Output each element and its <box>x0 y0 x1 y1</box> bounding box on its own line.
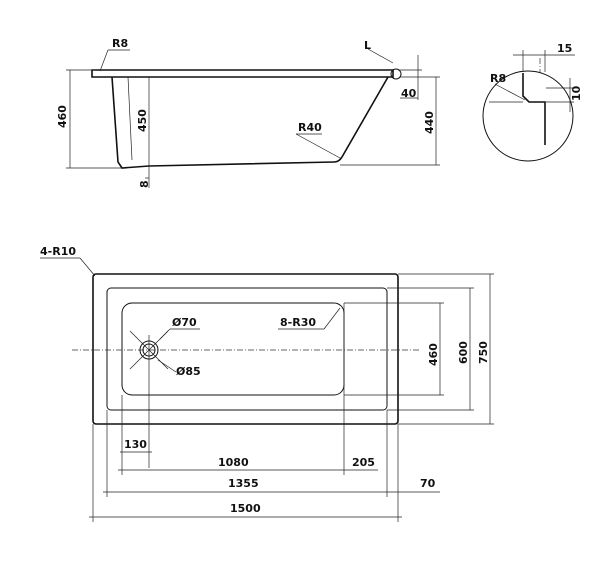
dim-750-plan: 750 <box>477 341 490 364</box>
dim-70-plan: 70 <box>420 477 436 490</box>
tub-outer-rim <box>92 273 399 425</box>
label-r40: R40 <box>298 121 322 134</box>
dim-440-side: 440 <box>423 111 436 134</box>
detail-view: 15 10 R8 <box>482 42 583 162</box>
dim-15-detail: 15 <box>557 42 572 55</box>
dim-450-side: 450 <box>136 109 149 132</box>
tub-inner-left <box>127 76 133 161</box>
dim-40-rim: 40 <box>401 87 417 100</box>
tub-right-wall <box>341 76 389 158</box>
label-8-r30: 8-R30 <box>280 316 316 329</box>
label-rim-l: L <box>364 39 371 52</box>
tub-left-wall <box>111 76 150 169</box>
dim-460-side: 460 <box>56 105 69 128</box>
label-drain-85: Ø85 <box>176 365 201 378</box>
tub-bottom <box>148 156 343 167</box>
dim-8-base: 8 <box>138 180 151 188</box>
dim-460-plan: 460 <box>427 343 440 366</box>
tub-rim <box>91 69 394 78</box>
detail-circle <box>482 70 574 162</box>
dim-10-detail: 10 <box>570 85 583 101</box>
label-r8-top: R8 <box>112 37 128 50</box>
dim-205-plan: 205 <box>352 456 375 469</box>
label-r8-detail: R8 <box>490 72 506 85</box>
detail-profile <box>522 73 546 145</box>
label-4-r10: 4-R10 <box>40 245 76 258</box>
dim-1500-plan: 1500 <box>230 502 261 515</box>
dim-130-drain: 130 <box>124 438 147 451</box>
dim-1355-plan: 1355 <box>228 477 259 490</box>
dim-600-plan: 600 <box>457 341 470 364</box>
label-drain-70: Ø70 <box>172 316 197 329</box>
overflow-fitting <box>390 68 402 80</box>
tub-inner-rim <box>106 287 388 411</box>
dim-1080-plan: 1080 <box>218 456 249 469</box>
side-view: R8 L 460 450 8 440 40 R40 <box>56 37 440 188</box>
plan-view: Ø70 Ø85 4-R10 8-R30 460 600 750 130 <box>40 245 494 522</box>
